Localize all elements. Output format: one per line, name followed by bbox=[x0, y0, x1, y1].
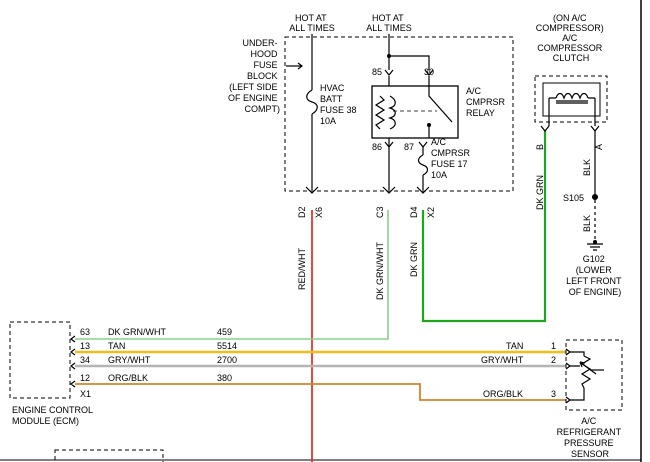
connector-d4-label: D4 bbox=[409, 206, 419, 218]
ecm-circuit-459: 459 bbox=[217, 327, 232, 337]
acfuse-symbol bbox=[417, 154, 429, 176]
relay-coil-symbol bbox=[374, 95, 386, 130]
ground-g102-dot bbox=[593, 240, 597, 244]
sensor-variable-arrow bbox=[579, 361, 597, 375]
relay-feed-junction bbox=[387, 54, 391, 58]
splice-s105-label: S105 bbox=[563, 193, 584, 203]
relay-switch-contact bbox=[428, 76, 453, 138]
ground-g102-symbol bbox=[587, 243, 603, 251]
acfuse-label: A/C CMPRSR FUSE 17 10A bbox=[431, 137, 473, 180]
relay-coil-inductor bbox=[387, 95, 396, 130]
ecm-circuit-2700: 2700 bbox=[217, 355, 237, 365]
relay-pin-86-label: 86 bbox=[372, 142, 382, 152]
sensor-wire-color-2: GRY/WHT bbox=[481, 355, 524, 365]
fuse-block-label: UNDER- HOOD FUSE BLOCK (LEFT SIDE OF ENG… bbox=[228, 38, 280, 114]
ecm-circuit-380: 380 bbox=[217, 373, 232, 383]
clutch-coil-symbol bbox=[555, 92, 589, 100]
wire-label-red-wht: RED/WHT bbox=[297, 248, 307, 290]
clutch-coil-leads bbox=[548, 97, 596, 126]
sensor-wire-color-3: ORG/BLK bbox=[483, 389, 523, 399]
ground-g102-label: G102 (LOWER LEFT FRONT OF ENGINE) bbox=[566, 254, 624, 297]
connector-d2-label: D2 bbox=[297, 206, 307, 218]
sensor-pin-chevrons bbox=[565, 348, 571, 404]
fuse-block-outline bbox=[284, 36, 514, 192]
sensor-variable-arrow-head bbox=[579, 361, 586, 368]
sensor-pin-2: 2 bbox=[551, 355, 556, 365]
ecm-wire-color-12: ORG/BLK bbox=[108, 373, 148, 383]
next-module-outline bbox=[54, 449, 164, 462]
relay-label: A/C CMPRSR RELAY bbox=[466, 86, 508, 118]
compressor-clutch-inner bbox=[542, 82, 601, 117]
connector-d4-chevron bbox=[416, 186, 430, 194]
hot-at-all-times-left: HOT AT ALL TIMES bbox=[289, 13, 335, 33]
relay-switch-contact-dot bbox=[427, 123, 431, 127]
wire-label-dk-grn: DK GRN bbox=[409, 242, 419, 277]
connector-c3-chevron bbox=[382, 186, 396, 194]
wire-label-dk-grn-clutch: DK GRN bbox=[535, 175, 545, 210]
pressure-sensor-outline bbox=[565, 339, 623, 411]
sensor-internal-circuit bbox=[570, 351, 585, 401]
ecm-wire-color-63: DK GRN/WHT bbox=[108, 327, 166, 337]
ecm-pin-chevrons bbox=[70, 335, 76, 388]
connector-c3-label: C3 bbox=[375, 206, 385, 218]
ecm-wire-color-13: TAN bbox=[108, 341, 125, 351]
connector-d2-chevron bbox=[305, 186, 319, 194]
sensor-resistor-symbol bbox=[580, 355, 592, 389]
sensor-pin-3: 3 bbox=[551, 389, 556, 399]
ecm-wire-color-34: GRY/WHT bbox=[108, 355, 151, 365]
ecm-pin-63: 63 bbox=[80, 327, 90, 337]
relay-pin-85-label: 85 bbox=[372, 67, 382, 77]
relay-pin-87-label: 87 bbox=[404, 142, 414, 152]
ecm-pin-34: 34 bbox=[80, 355, 90, 365]
hot-at-all-times-right: HOT AT ALL TIMES bbox=[366, 13, 412, 33]
relay-pin-30-arrow bbox=[424, 69, 434, 76]
ecm-label: ENGINE CONTROL MODULE (ECM) bbox=[12, 405, 95, 426]
sensor-wire-color-1: TAN bbox=[506, 341, 523, 351]
clutch-pin-b-chevron bbox=[540, 125, 550, 132]
ecm-connector-x1: X1 bbox=[80, 389, 91, 399]
compressor-clutch-label: (ON A/C COMPRESSOR) A/C COMPRESSOR CLUTC… bbox=[536, 13, 607, 63]
ecm-outline bbox=[9, 321, 71, 399]
wire-label-dk-grn-wht: DK GRN/WHT bbox=[375, 242, 385, 300]
clutch-coil-bar bbox=[556, 100, 588, 104]
connector-x2-label: X2 bbox=[426, 207, 436, 218]
ecm-circuit-5514: 5514 bbox=[217, 341, 237, 351]
ecm-pin-13: 13 bbox=[80, 341, 90, 351]
wire-label-blk-lower: BLK bbox=[582, 215, 592, 232]
relay-pin-85-arrow bbox=[384, 69, 394, 76]
clutch-pin-b-label: B bbox=[535, 144, 545, 150]
hvac-fuse-symbol bbox=[306, 89, 318, 115]
wire-label-blk: BLK bbox=[582, 159, 592, 176]
splice-s105-dot bbox=[592, 194, 598, 200]
relay-pin-87-arrow bbox=[418, 141, 428, 148]
relay-pin-30-label: 30 bbox=[424, 67, 434, 77]
sensor-pin-1: 1 bbox=[551, 341, 556, 351]
clutch-pin-a-label: A bbox=[594, 144, 604, 150]
ecm-pin-12: 12 bbox=[80, 373, 90, 383]
hvac-batt-fuse-label: HVAC BATT FUSE 38 10A bbox=[320, 83, 359, 126]
wire-dk-grn bbox=[421, 130, 547, 323]
fuse-block-pointer-arrow-head bbox=[297, 62, 303, 70]
clutch-pin-a-chevron bbox=[590, 125, 600, 132]
connector-x6-label: X6 bbox=[314, 207, 324, 218]
pressure-sensor-label: A/C REFRIGERANT PRESSURE SENSOR bbox=[557, 416, 624, 459]
compressor-clutch-outline bbox=[534, 75, 608, 123]
relay-box bbox=[371, 85, 459, 139]
relay-feed-wire bbox=[388, 34, 430, 70]
wire-org-blk bbox=[75, 383, 566, 401]
wire-dk-grn-wht bbox=[75, 210, 389, 340]
